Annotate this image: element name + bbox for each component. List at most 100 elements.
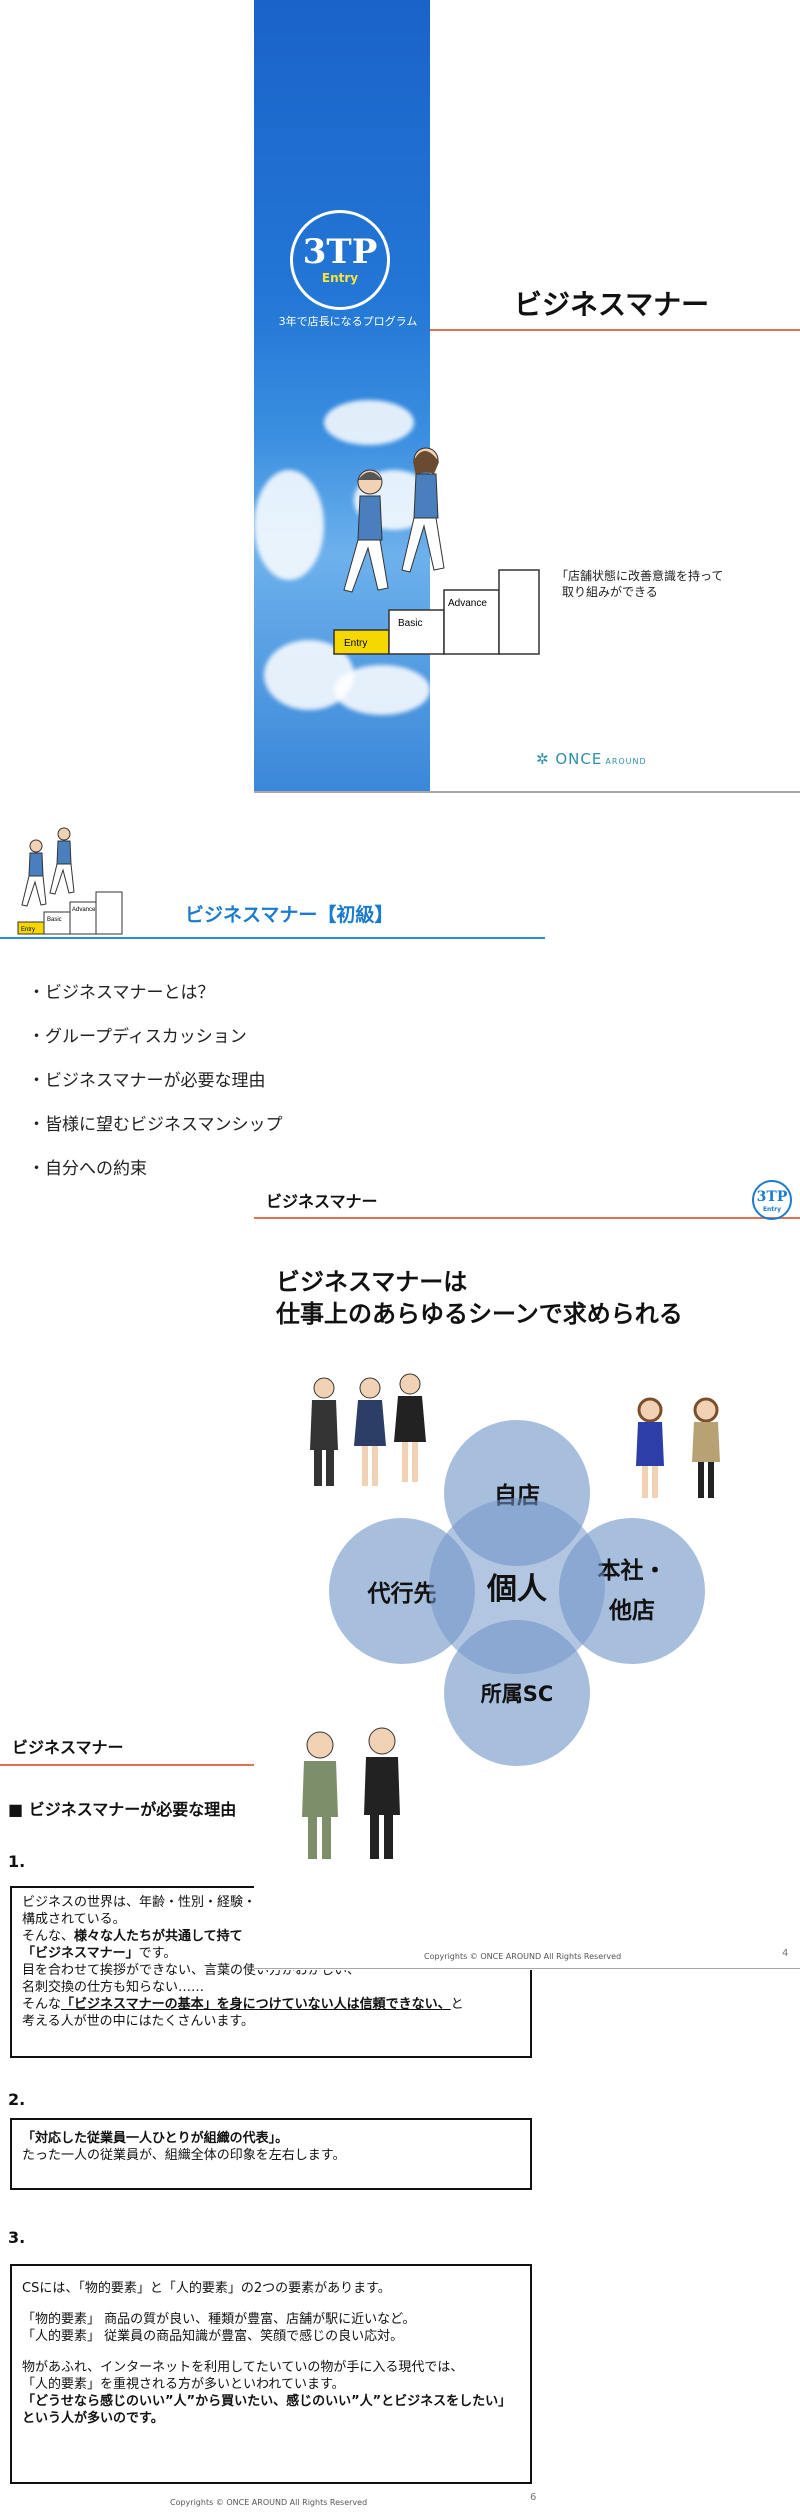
step-advance [69, 901, 97, 935]
person-leg [314, 1450, 322, 1486]
person-leg [642, 1466, 648, 1498]
agenda-item: ・皆様に望むビジネスマンシップ [28, 1115, 283, 1135]
person-head [29, 839, 43, 853]
reason-text: CSには、「物的要素」と「人的要素」の2つの要素があります。 [22, 2281, 391, 2296]
person-pants [49, 863, 75, 895]
spacer [22, 2297, 520, 2311]
person-uniform [636, 1422, 664, 1466]
business-people-illustration [310, 1373, 426, 1486]
step-basic [43, 911, 71, 935]
page-number: 4 [782, 1948, 789, 1959]
agenda-item: ・グループディスカッション [28, 1027, 247, 1047]
circle-label-group: 本社・他店 [598, 1551, 667, 1631]
reason-box-2: 「対応した従業員一人ひとりが組織の代表」。 たった一人の従業員が、組織全体の印象… [10, 2118, 532, 2190]
slide-divider [254, 791, 800, 793]
person-head [359, 1377, 381, 1399]
brand-sub: AROUND [605, 757, 647, 766]
reason-text-line: 「ビジネスマナー」です。 [22, 1945, 520, 1962]
headline-line: 仕事上のあらゆるシーンで求められる [276, 1300, 683, 1328]
reason-text-line: そんな「ビジネスマナーの基本」を身につけていない人は信頼できない、と [22, 1996, 520, 2013]
shop-staff-illustration [636, 1397, 720, 1498]
cover-note-line: 取り組みができる [562, 585, 658, 599]
person-suit [364, 1757, 400, 1815]
person-leg [372, 1446, 378, 1486]
badge-sub: Entry [762, 1206, 782, 1213]
person-suit [302, 1761, 338, 1817]
cover-title: ビジネスマナー [514, 288, 710, 321]
title-divider [430, 329, 800, 331]
brand-mark-icon: ✲ [536, 750, 550, 768]
reason-text-line: そんな、様々な人たちが共通して持て [22, 1928, 520, 1945]
slide-scenes: ビジネスマナー 3TP Entry ビジネスマナーは 仕事上のあらゆるシーンで求… [254, 1180, 800, 1970]
reason-text: 構成されている。 [22, 1912, 126, 1927]
reason-text: ビジネスの世界は、年齢・性別・経験・ [22, 1895, 257, 1910]
reason-text-bold: という人が多いのです。 [22, 2411, 164, 2426]
step-entry [333, 629, 390, 655]
program-tagline: 3年で店長になるプログラム [278, 315, 418, 328]
cloud-image [254, 470, 324, 580]
reason-text-bold: 「対応した従業員一人ひとりが組織の代表」。 [22, 2131, 289, 2146]
step-top [95, 891, 123, 935]
reason-text-bold: 「ビジネスマナー」 [22, 1946, 139, 1961]
person-leg [402, 1442, 408, 1482]
person-pants [343, 539, 389, 593]
person-shirt [28, 852, 44, 877]
copyright-footer: Copyrights © ONCE AROUND All Rights Rese… [424, 1952, 622, 1961]
reason-text-bold: 「どうせなら感じのいい”人”から買いたい、感じのいい”人”とビジネスをしたい」 [22, 2394, 512, 2409]
reason-text-bold: 「ビジネスマナーの基本」を身につけていない人は信頼できない、 [61, 1997, 451, 2012]
person-leg [308, 1817, 317, 1859]
reason-text: 物があふれ、インターネットを利用してたいていの物が手に入る現代では、 [22, 2360, 464, 2375]
section-title: ■ ビジネスマナーが必要な理由 [8, 1800, 237, 1819]
reason-box-3: CSには、「物的要素」と「人的要素」の2つの要素があります。 「物的要素」 商品… [10, 2264, 532, 2484]
person-leg [412, 1442, 418, 1482]
climbing-steps-illustration: Entry Basic Advance [17, 827, 123, 935]
logo-text: 3TP [302, 232, 378, 272]
person-hair [358, 472, 382, 480]
step-basic [388, 609, 445, 655]
person-head [57, 827, 71, 841]
person-hair [413, 451, 439, 476]
reason-text: と [450, 1997, 464, 2012]
logo-badge: Entry [321, 271, 359, 285]
reason-text: そんな、 [22, 1929, 75, 1944]
reason-text: です。 [138, 1946, 177, 1961]
brand-name: ONCE [555, 750, 603, 768]
page-number: 6 [530, 2492, 537, 2503]
colleagues-illustration [302, 1727, 400, 1859]
person-leg [698, 1462, 704, 1498]
person-head [693, 1397, 719, 1423]
slide-divider [254, 1968, 800, 1969]
person-leg [326, 1450, 334, 1486]
reason-text: 「物的要素」 商品の質が良い、種類が豊富、店舗が駅に近いなど。 [22, 2312, 416, 2327]
reason-number: 1. [8, 1852, 26, 1871]
circle-label: 個人 [487, 1572, 547, 1607]
cloud-image [324, 400, 414, 445]
cover-note-line: 「店舗状態に改善意識を持って [556, 569, 724, 583]
reason-text: 名刺交換の仕方も知らない…… [22, 1980, 205, 1995]
person-suit [354, 1400, 386, 1446]
3tp-logo: 3TP Entry [290, 210, 390, 310]
person-head [313, 1377, 335, 1399]
circle-individual: 個人 [429, 1498, 605, 1674]
spacer [22, 2345, 520, 2359]
badge-text: 3TP [756, 1189, 788, 1205]
3tp-badge-icon: 3TP Entry [752, 1180, 792, 1220]
slide-header: ビジネスマナー [12, 1738, 124, 1757]
person-head [399, 1373, 421, 1395]
slide-cover: 3TP Entry 3年で店長になるプログラム Entry Basic Adva… [254, 0, 800, 793]
slide-header: ビジネスマナー [266, 1192, 378, 1211]
step-advance-label: Advance [448, 598, 487, 609]
climbing-steps-illustration: Entry Basic Advance [333, 447, 540, 655]
cloud-image [334, 665, 430, 715]
step-entry-label: Entry [21, 927, 35, 933]
person-leg [370, 1815, 379, 1859]
person-leg [384, 1815, 393, 1859]
reason-text: 「人的要素」を重視される方が多いといわれています。 [22, 2377, 345, 2392]
person-head [306, 1731, 334, 1759]
person-shirt [56, 840, 72, 865]
person-leg [652, 1466, 658, 1498]
person-pants [401, 517, 445, 573]
step-basic-label: Basic [47, 917, 62, 923]
agenda-item: ・自分への約束 [28, 1159, 147, 1179]
